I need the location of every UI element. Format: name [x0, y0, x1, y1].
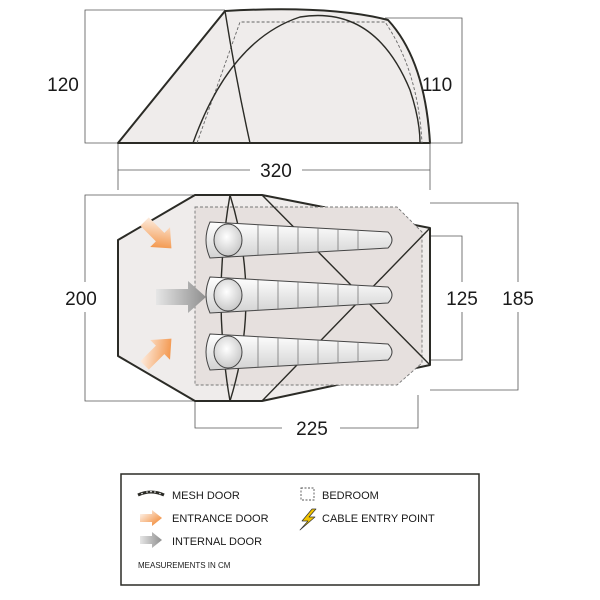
total-length-label: 320 — [260, 161, 292, 182]
internal-door-arrow-icon — [156, 281, 206, 313]
side-view-front-pole — [224, 10, 251, 144]
side-view-tent-body — [117, 8, 431, 144]
floor-plan-dimension-lines — [84, 194, 519, 429]
legend: MESH DOOR ENTRANCE DOOR INTERNAL DOOR BE… — [120, 473, 480, 586]
inner-length-label: 225 — [296, 419, 328, 440]
sleeping-bag-bottom — [205, 333, 393, 371]
entrance-arrow-bottom-icon — [140, 338, 172, 370]
side-view-inner-tent-outline — [196, 21, 423, 144]
front-height-label: 120 — [47, 75, 79, 96]
dashed-square-icon — [300, 487, 315, 501]
legend-internal-door-label: INTERNAL DOOR — [172, 536, 262, 548]
entrance-arrow-top-icon — [140, 217, 172, 249]
mesh-door-icon — [137, 490, 165, 497]
inner-width-rear-label: 125 — [446, 289, 478, 310]
legend-box — [120, 473, 480, 586]
sleeping-bag-top — [205, 221, 393, 259]
sleeping-bag-middle — [205, 276, 393, 314]
orange-arrow-icon — [140, 510, 162, 526]
total-width-label: 200 — [65, 289, 97, 310]
floor-plan: 200 125 185 225 — [65, 194, 534, 440]
legend-bedroom-label: BEDROOM — [322, 490, 379, 502]
measurements-note: MEASUREMENTS IN CM — [138, 561, 231, 570]
side-view-dimension-lines — [84, 9, 463, 190]
legend-cable-entry-label: CABLE ENTRY POINT — [322, 513, 435, 525]
side-view-main-pole — [192, 14, 421, 144]
outer-width-rear-label: 185 — [502, 289, 534, 310]
rear-height-label: 110 — [422, 75, 452, 96]
grey-arrow-icon — [140, 532, 162, 548]
legend-mesh-door-label: MESH DOOR — [172, 490, 240, 502]
legend-entrance-door-label: ENTRANCE DOOR — [172, 513, 269, 525]
side-view: 120 110 320 — [47, 8, 463, 190]
lightning-bolt-icon — [299, 508, 317, 531]
